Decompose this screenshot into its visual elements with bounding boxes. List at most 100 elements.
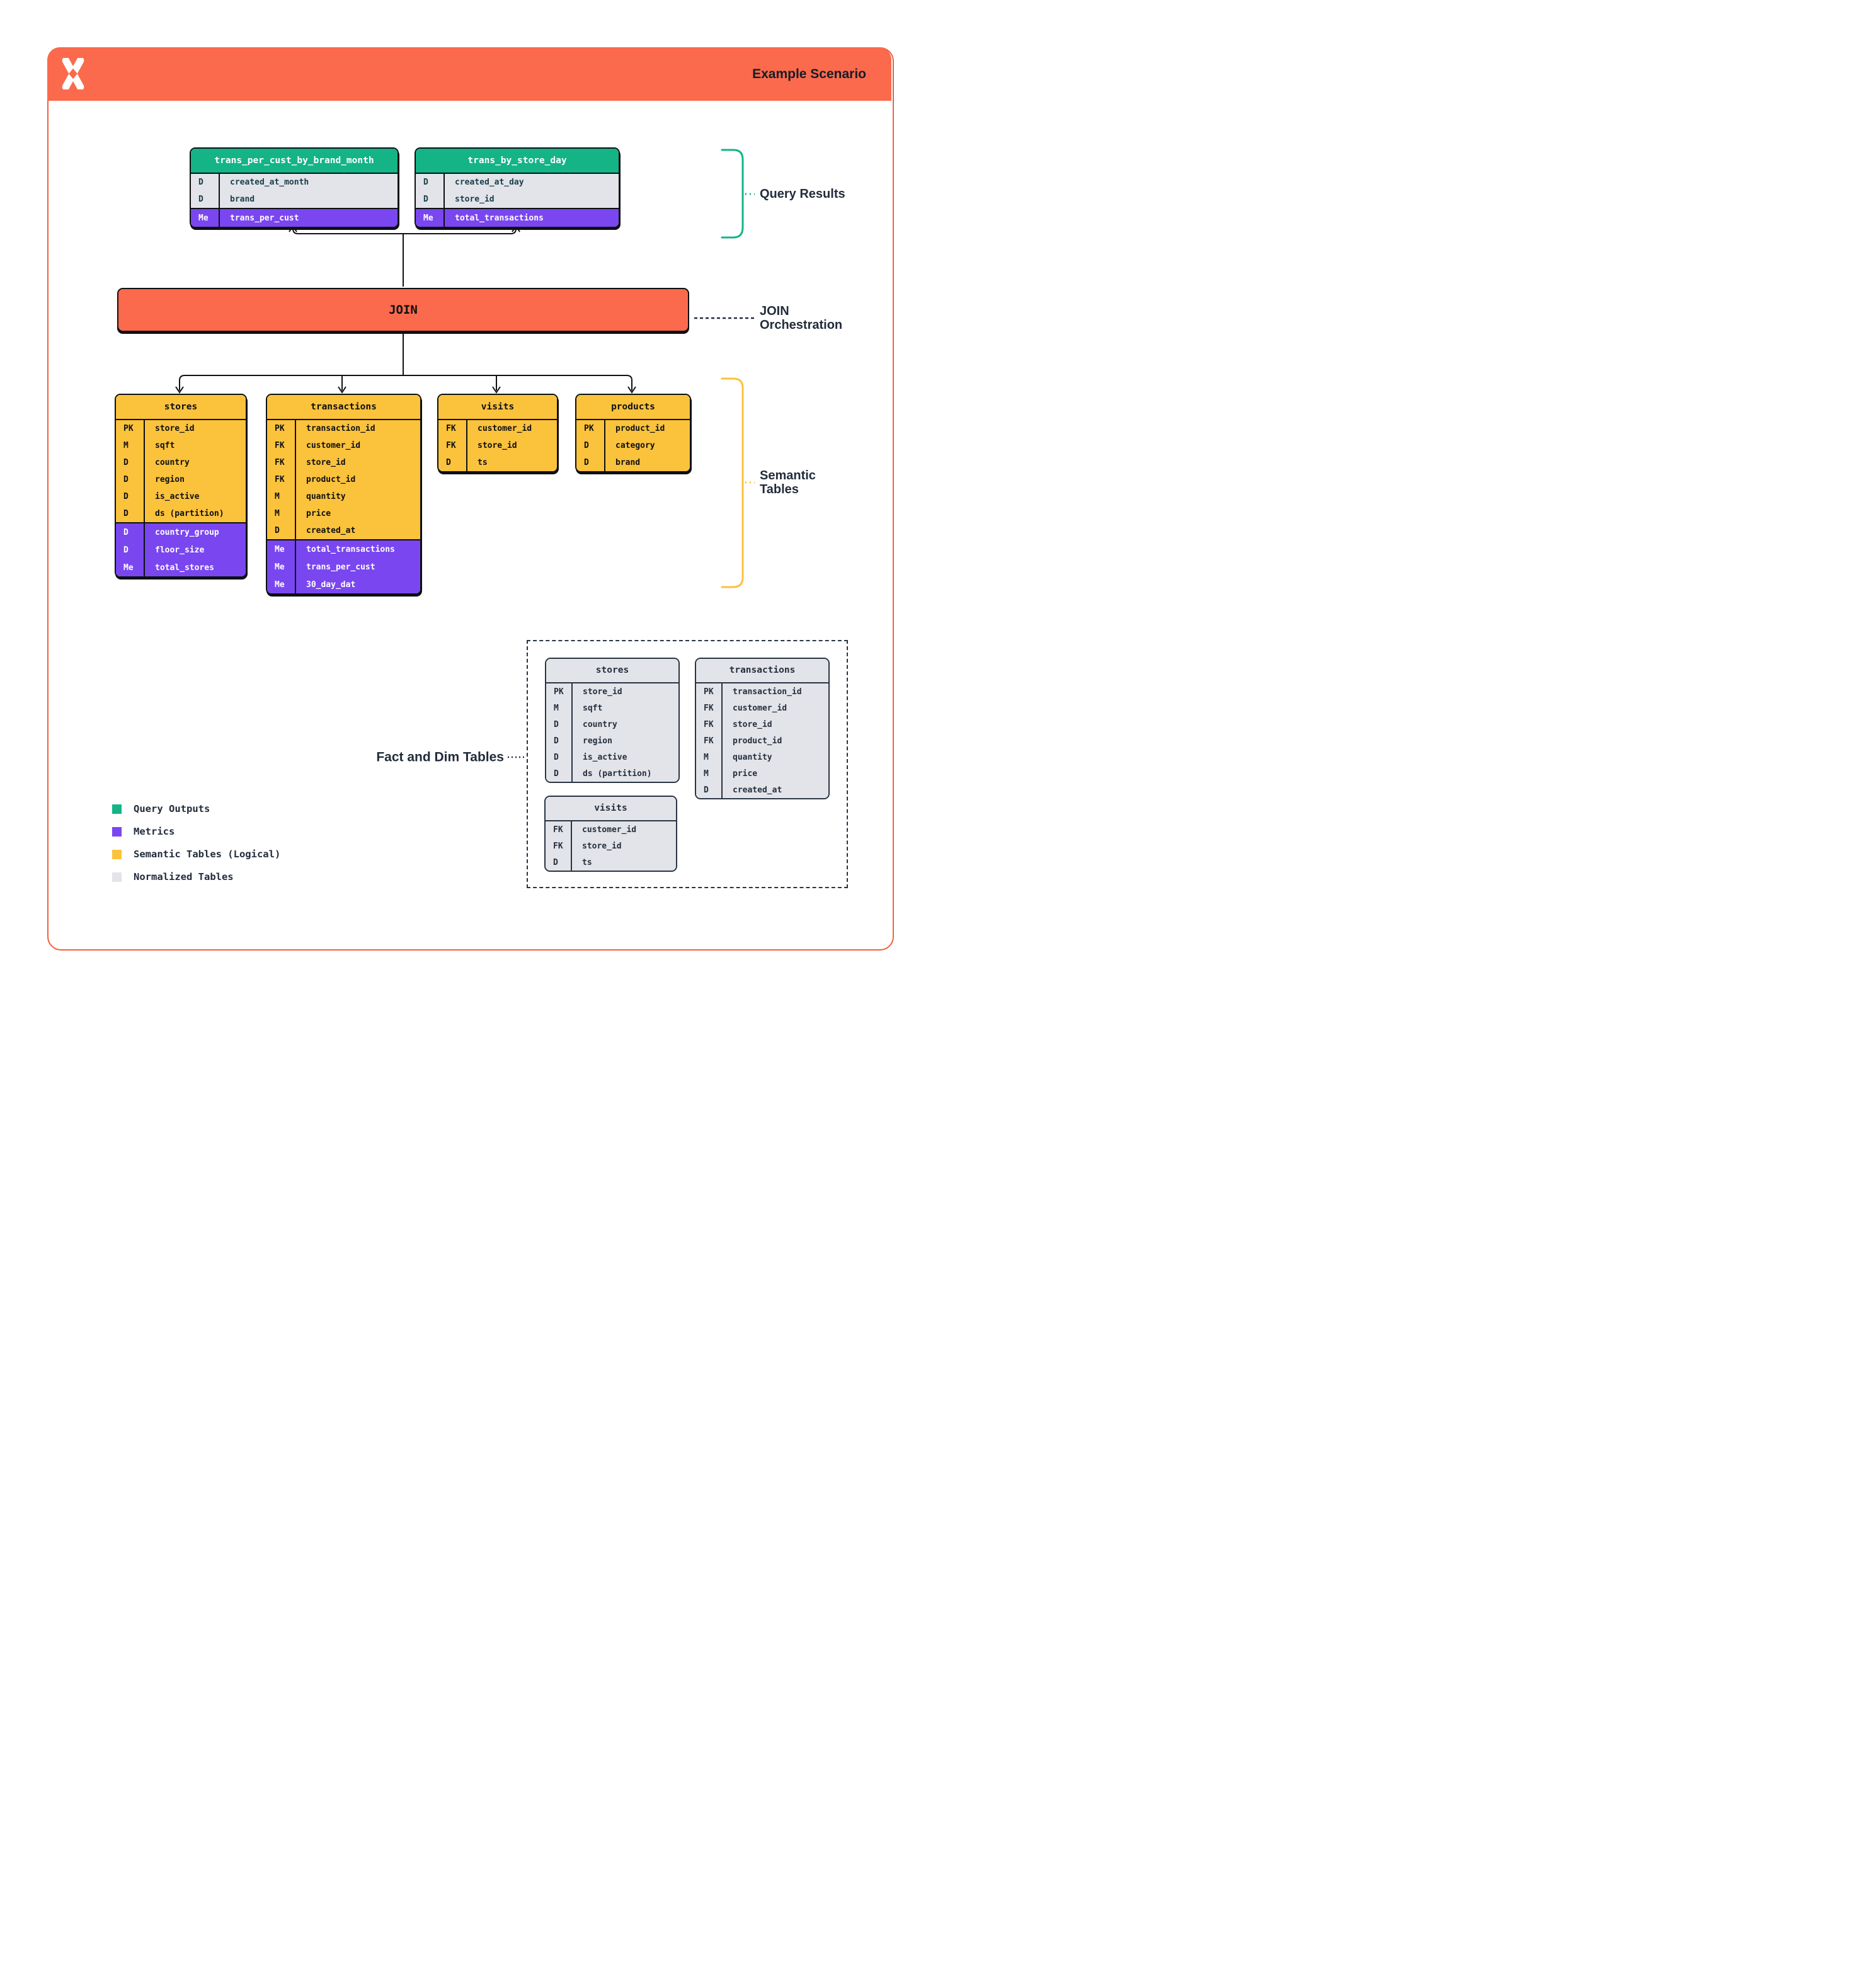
column-name: country_group <box>155 527 219 537</box>
column-name: country <box>583 719 617 729</box>
column-name: sqft <box>155 441 175 450</box>
column-name: created_at_day <box>455 178 524 187</box>
column-key: D <box>696 782 723 798</box>
column-key: PK <box>576 420 605 437</box>
column-name: region <box>155 475 185 484</box>
column-name: store_id <box>583 687 622 697</box>
column-key: Me <box>116 559 145 576</box>
legend-item: Metrics <box>112 820 280 843</box>
column-name: ds (partition) <box>583 768 652 779</box>
legend-label: Query Outputs <box>134 803 210 814</box>
join-label: JOIN <box>389 303 418 317</box>
column-name: ts <box>478 458 488 467</box>
column-name: price <box>733 768 758 779</box>
column-name: total_stores <box>155 563 214 573</box>
column-key: D <box>116 523 145 541</box>
column-key: D <box>116 454 145 471</box>
table-row: Me total_stores <box>116 559 246 576</box>
join-orchestration-bar: JOIN <box>117 288 689 332</box>
column-key: D <box>416 174 445 191</box>
legend-swatch <box>112 826 122 837</box>
fact-dim-box <box>527 640 848 888</box>
column-key: FK <box>696 733 723 749</box>
legend-item: Normalized Tables <box>112 865 280 888</box>
column-name: transaction_id <box>733 687 802 697</box>
column-key: D <box>576 437 605 454</box>
column-key: FK <box>267 454 296 471</box>
column-name: store_id <box>582 841 622 851</box>
column-name: customer_id <box>306 441 361 450</box>
column-key: D <box>116 488 145 505</box>
column-name: customer_id <box>733 703 787 713</box>
table-row: FK product_id <box>267 471 420 488</box>
legend-item: Query Outputs <box>112 797 280 820</box>
column-key: FK <box>438 437 467 454</box>
column-name: created_at <box>306 526 356 535</box>
column-key: D <box>116 471 145 488</box>
table-title: transactions <box>696 659 828 683</box>
table-row: FK customer_id <box>267 437 420 454</box>
column-name: quantity <box>306 492 346 501</box>
column-key: D <box>546 733 573 749</box>
column-name: price <box>306 509 331 518</box>
column-key: PK <box>116 420 145 437</box>
column-name: is_active <box>583 752 627 762</box>
column-name: created_at_month <box>230 178 309 187</box>
column-name: store_id <box>733 719 772 729</box>
legend-label: Semantic Tables (Logical) <box>134 848 281 860</box>
column-name: product_id <box>733 736 782 746</box>
table-title: visits <box>546 797 676 821</box>
column-name: brand <box>230 195 255 204</box>
column-key: D <box>191 174 220 191</box>
column-key: D <box>267 522 296 539</box>
table-row: FK store_id <box>546 838 676 854</box>
column-key: FK <box>546 838 572 854</box>
column-key: FK <box>267 471 296 488</box>
column-key: M <box>696 749 723 765</box>
column-key: Me <box>416 209 445 227</box>
table-title: products <box>576 395 690 420</box>
column-key: FK <box>267 437 296 454</box>
column-name: total_transactions <box>306 544 395 554</box>
column-key: D <box>116 541 145 559</box>
column-name: store_id <box>306 458 346 467</box>
table-title: stores <box>546 659 678 683</box>
column-name: sqft <box>583 703 603 713</box>
column-name: store_id <box>455 195 495 204</box>
column-key: FK <box>438 420 467 437</box>
column-name: total_transactions <box>455 213 544 223</box>
table-title: transactions <box>267 395 420 420</box>
column-name: product_id <box>306 475 356 484</box>
column-name: customer_id <box>478 424 532 433</box>
column-name: is_active <box>155 492 200 501</box>
column-key: D <box>438 454 467 471</box>
column-name: customer_id <box>582 825 637 835</box>
example-scenario-diagram: Example Scenario <box>0 0 936 994</box>
